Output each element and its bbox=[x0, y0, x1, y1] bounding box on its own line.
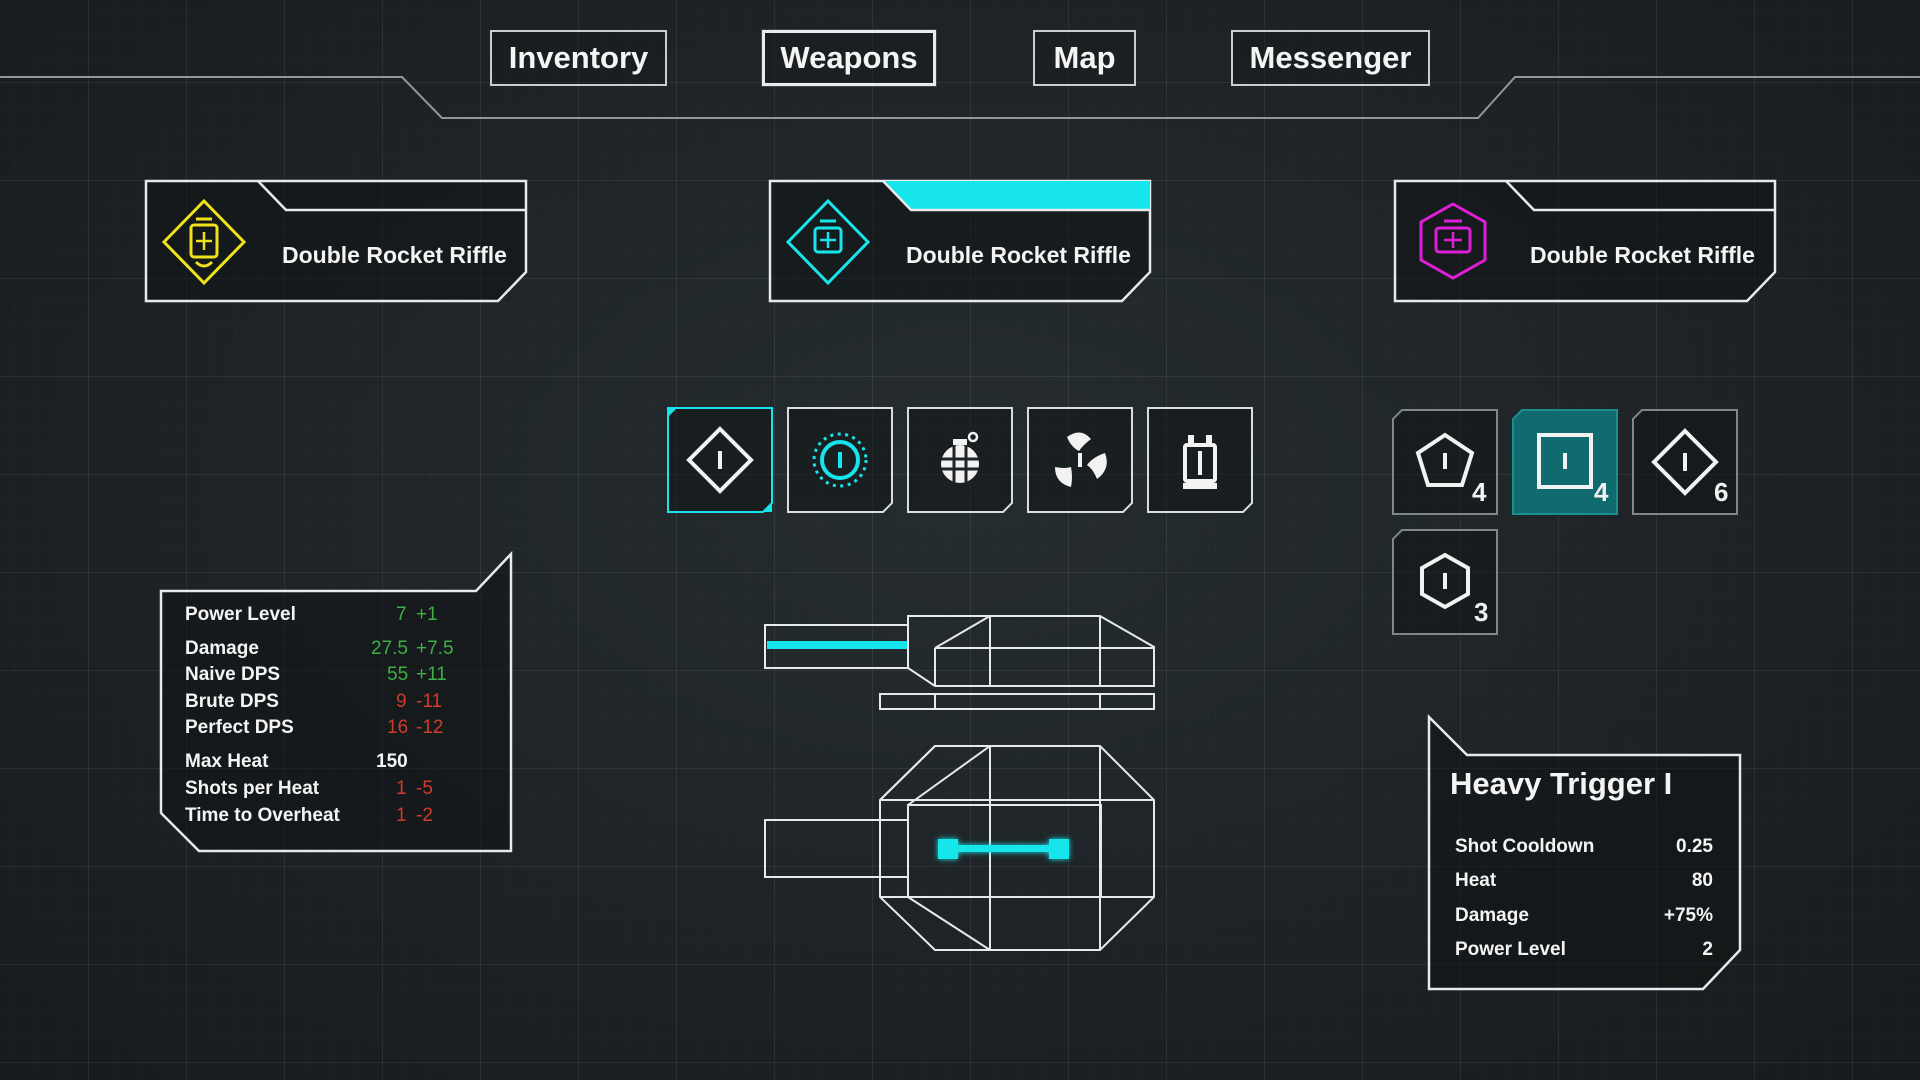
stat-delta: +1 bbox=[416, 604, 438, 625]
trigger-stat-row: Power Level 2 bbox=[1455, 939, 1713, 961]
stat-label: Time to Overheat bbox=[185, 805, 340, 826]
stat-value: 27.5 bbox=[371, 638, 408, 659]
diamond-core-icon bbox=[686, 426, 754, 494]
grenade-icon bbox=[941, 431, 979, 483]
tab-messenger[interactable]: Messenger bbox=[1231, 30, 1430, 86]
upgrade-slot-square[interactable]: 4 bbox=[1512, 409, 1618, 515]
tab-map[interactable]: Map bbox=[1033, 30, 1136, 86]
stats-panel: Power Level 7 +1 Damage 27.5 +7.5 Naive … bbox=[185, 604, 505, 844]
upgrade-count: 4 bbox=[1472, 477, 1487, 507]
stat-value: 55 bbox=[387, 664, 409, 685]
tab-weapons[interactable]: Weapons bbox=[762, 30, 936, 86]
upgrade-slot-diamond[interactable]: 6 bbox=[1632, 409, 1738, 515]
stat-value: 7 bbox=[396, 604, 407, 625]
upgrade-slot-hexagon[interactable]: 3 bbox=[1392, 529, 1498, 635]
fan-core-icon bbox=[1055, 432, 1107, 487]
trigger-stat-row: Shot Cooldown 0.25 bbox=[1455, 836, 1713, 858]
part-slot-grenade[interactable] bbox=[907, 407, 1013, 513]
part-slot-spiked[interactable] bbox=[787, 407, 893, 513]
stat-delta: -12 bbox=[416, 717, 444, 738]
upgrade-count: 6 bbox=[1714, 477, 1729, 507]
tab-inventory[interactable]: Inventory bbox=[490, 30, 667, 86]
weapon-name: Double Rocket Riffle bbox=[906, 242, 1131, 268]
upgrade-count: 3 bbox=[1474, 597, 1489, 627]
stat-value: 1 bbox=[396, 805, 407, 826]
stat-value: 1 bbox=[396, 778, 407, 799]
stat-label: Power Level bbox=[185, 604, 296, 625]
stat-delta: -5 bbox=[416, 778, 433, 799]
stat-delta: -11 bbox=[416, 691, 443, 712]
stat-delta: -2 bbox=[416, 805, 433, 826]
trigger-stat-row: Damage +75% bbox=[1455, 905, 1713, 927]
trigger-stat-row: Heat 80 bbox=[1455, 870, 1713, 892]
rocket-pod-icon bbox=[1183, 435, 1217, 489]
trigger-stat-label: Heat bbox=[1455, 870, 1497, 891]
stat-label: Damage bbox=[185, 638, 259, 659]
stat-label: Brute DPS bbox=[185, 691, 279, 712]
stat-value: 150 bbox=[376, 751, 408, 772]
trigger-stat-label: Shot Cooldown bbox=[1455, 836, 1595, 857]
part-slot-fan[interactable] bbox=[1027, 407, 1133, 513]
hexagon-trigger-icon bbox=[1420, 552, 1470, 610]
part-slot-rocket-pod[interactable] bbox=[1147, 407, 1253, 513]
diamond-trigger-icon bbox=[1651, 428, 1719, 496]
trigger-stat-value: 2 bbox=[1702, 939, 1713, 960]
upgrade-count: 4 bbox=[1594, 477, 1609, 507]
stat-label: Max Heat bbox=[185, 751, 269, 772]
square-trigger-icon bbox=[1537, 433, 1593, 489]
part-slot-diamond[interactable] bbox=[667, 407, 773, 513]
heavy-trigger-title: Heavy Trigger I bbox=[1450, 766, 1673, 801]
spiked-core-icon bbox=[812, 432, 868, 488]
stat-delta: +7.5 bbox=[416, 638, 454, 659]
trigger-stat-value: +75% bbox=[1663, 905, 1713, 926]
trigger-stat-value: 80 bbox=[1691, 870, 1713, 891]
stat-value: 9 bbox=[396, 691, 407, 712]
trigger-stat-value: 0.25 bbox=[1676, 836, 1713, 857]
pentagon-trigger-icon bbox=[1415, 432, 1475, 487]
stat-label: Naive DPS bbox=[185, 664, 281, 685]
stat-label: Shots per Heat bbox=[185, 778, 320, 799]
trigger-stat-label: Damage bbox=[1455, 905, 1529, 926]
weapon-name: Double Rocket Riffle bbox=[282, 242, 507, 268]
upgrade-slot-pentagon[interactable]: 4 bbox=[1392, 409, 1498, 515]
stat-delta: +11 bbox=[416, 664, 447, 685]
trigger-stat-label: Power Level bbox=[1455, 939, 1566, 960]
weapon-name: Double Rocket Riffle bbox=[1530, 242, 1755, 268]
stat-label: Perfect DPS bbox=[185, 717, 294, 738]
stat-value: 16 bbox=[387, 717, 409, 738]
